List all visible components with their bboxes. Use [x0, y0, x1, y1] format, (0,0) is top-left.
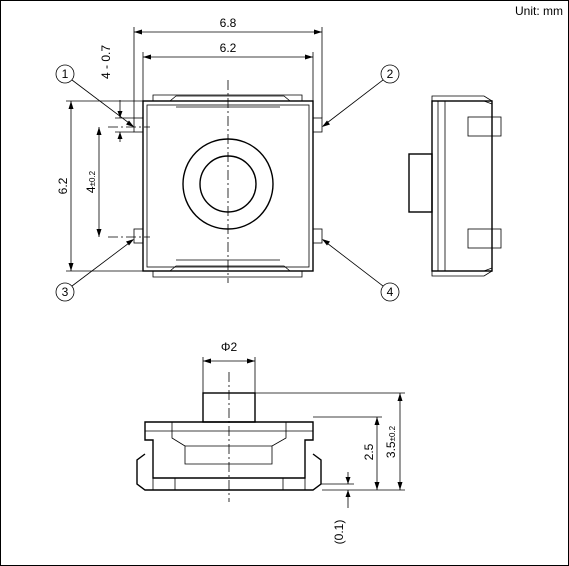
- dimension-total-height: 3.5±0.2: [384, 425, 398, 458]
- dimension-terminal-pitch: 4±0.2: [84, 170, 98, 193]
- arrowhead: [126, 120, 134, 127]
- arrowhead: [374, 482, 380, 490]
- arrowhead: [397, 482, 403, 490]
- leader-line-4: [322, 239, 384, 287]
- arrowhead: [68, 101, 74, 109]
- callout-label-1: 1: [62, 67, 69, 81]
- dimension-body-height-front: 2.5: [362, 443, 376, 460]
- terminal-pitch-tolerance: ±0.2: [88, 170, 97, 186]
- arrowhead: [117, 111, 123, 118]
- callout-circle-2: [380, 64, 400, 84]
- cover-edge-top: [152, 94, 303, 101]
- total-height-tolerance: ±0.2: [388, 425, 397, 441]
- callout-label-2: 2: [387, 67, 394, 81]
- arrowhead: [203, 358, 211, 364]
- dimension-body-height: 6.2: [56, 177, 70, 194]
- arrowhead: [345, 477, 351, 484]
- arrowhead: [117, 132, 123, 139]
- dimension-plunger-diameter: Φ2: [221, 340, 238, 354]
- side-plunger: [408, 153, 433, 213]
- dimension-standoff: (0.1): [332, 520, 346, 545]
- leader-line-2: [322, 79, 384, 127]
- arrowhead: [322, 239, 330, 246]
- arrowhead: [126, 239, 134, 246]
- dimension-body-width: 6.2: [220, 41, 237, 55]
- side-cover-bottom: [431, 270, 493, 277]
- arrowhead: [305, 54, 313, 60]
- side-terminal-upper: [467, 116, 502, 137]
- cover-tab-bottom: [169, 265, 291, 272]
- arrowhead: [134, 29, 142, 35]
- callout-circle-3: [55, 282, 75, 302]
- arrowhead: [322, 120, 330, 127]
- dimension-terminal-width: 4 - 0.7: [99, 45, 113, 79]
- callout-label-4: 4: [387, 285, 394, 299]
- front-body-cavity: [171, 422, 287, 465]
- side-view: [408, 95, 502, 277]
- front-view: Φ2 2.5 3.5±0.2 (0.1): [136, 340, 405, 545]
- cover-tab-top: [169, 95, 291, 102]
- arrowhead: [247, 358, 255, 364]
- arrowhead: [96, 127, 102, 135]
- arrowhead: [68, 263, 74, 271]
- terminal-3: [133, 228, 144, 244]
- leader-line-3: [71, 239, 134, 287]
- cover-edge-bottom: [152, 271, 303, 278]
- terminal-4: [312, 228, 323, 244]
- front-terminals: [136, 453, 322, 491]
- total-height-value: 3.5: [384, 441, 398, 458]
- arrowhead: [143, 54, 151, 60]
- callout-circle-1: [55, 64, 75, 84]
- arrowhead: [314, 29, 322, 35]
- arrowhead: [345, 490, 351, 497]
- arrowhead: [397, 393, 403, 401]
- arrowhead: [374, 417, 380, 425]
- arrowhead: [96, 229, 102, 237]
- side-terminal-lower: [467, 228, 502, 249]
- top-view: 6.8 6.2 4 - 0.7 6.2 4±0.2 1 2: [55, 16, 400, 302]
- leader-line-1: [71, 79, 134, 127]
- side-cover-hooks: [483, 100, 493, 272]
- callout-circle-4: [380, 282, 400, 302]
- side-body: [431, 100, 493, 272]
- unit-label: Unit: mm: [515, 4, 563, 18]
- callout-label-3: 3: [62, 285, 69, 299]
- terminal-pitch-value: 4: [84, 186, 98, 193]
- side-cover-top: [431, 95, 493, 102]
- terminal-1: [133, 117, 144, 133]
- terminal-2: [312, 117, 323, 133]
- dimension-outer-width: 6.8: [220, 16, 237, 30]
